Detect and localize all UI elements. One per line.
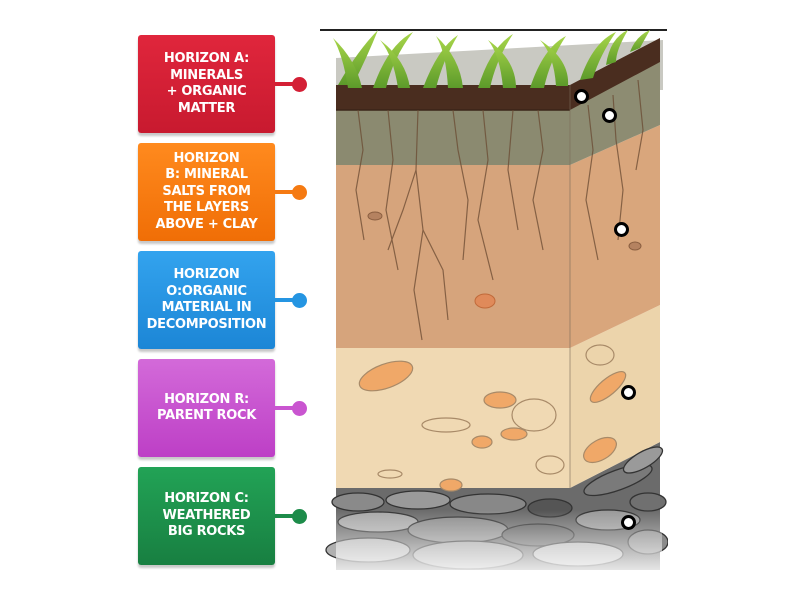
drop-target-3[interactable] xyxy=(614,222,629,237)
pin-horizon-r[interactable] xyxy=(292,401,307,416)
label-horizon-c-text: HORIZON C: WEATHERED BIG ROCKS xyxy=(162,491,251,540)
diagram-top-border xyxy=(320,29,667,31)
connector-horizon-a xyxy=(275,82,297,86)
label-horizon-r-text: HORIZON R: PARENT ROCK xyxy=(157,391,256,424)
connector-horizon-o xyxy=(275,298,297,302)
pin-horizon-c[interactable] xyxy=(292,509,307,524)
drop-target-1[interactable] xyxy=(574,89,589,104)
connector-horizon-r xyxy=(275,406,297,410)
pin-horizon-o[interactable] xyxy=(292,293,307,308)
label-horizon-a-text: HORIZON A: MINERALS + ORGANIC MATTER xyxy=(163,51,250,116)
label-horizon-r[interactable]: HORIZON R: PARENT ROCK xyxy=(138,359,275,457)
drop-target-5[interactable] xyxy=(621,515,636,530)
pin-horizon-b[interactable] xyxy=(292,185,307,200)
label-horizon-c[interactable]: HORIZON C: WEATHERED BIG ROCKS xyxy=(138,467,275,565)
label-horizon-o-text: HORIZON O:ORGANIC MATERIAL IN DECOMPOSIT… xyxy=(146,267,267,332)
soil-profile-image xyxy=(325,30,668,572)
label-horizon-o[interactable]: HORIZON O:ORGANIC MATERIAL IN DECOMPOSIT… xyxy=(138,251,275,349)
pin-horizon-a[interactable] xyxy=(292,77,307,92)
drop-target-2[interactable] xyxy=(602,108,617,123)
label-horizon-b[interactable]: HORIZON B: MINERAL SALTS FROM THE LAYERS… xyxy=(138,143,275,241)
drop-target-4[interactable] xyxy=(621,385,636,400)
label-horizon-b-text: HORIZON B: MINERAL SALTS FROM THE LAYERS… xyxy=(155,150,258,232)
label-horizon-a[interactable]: HORIZON A: MINERALS + ORGANIC MATTER xyxy=(138,35,275,133)
connector-horizon-b xyxy=(275,190,297,194)
connector-horizon-c xyxy=(275,514,297,518)
